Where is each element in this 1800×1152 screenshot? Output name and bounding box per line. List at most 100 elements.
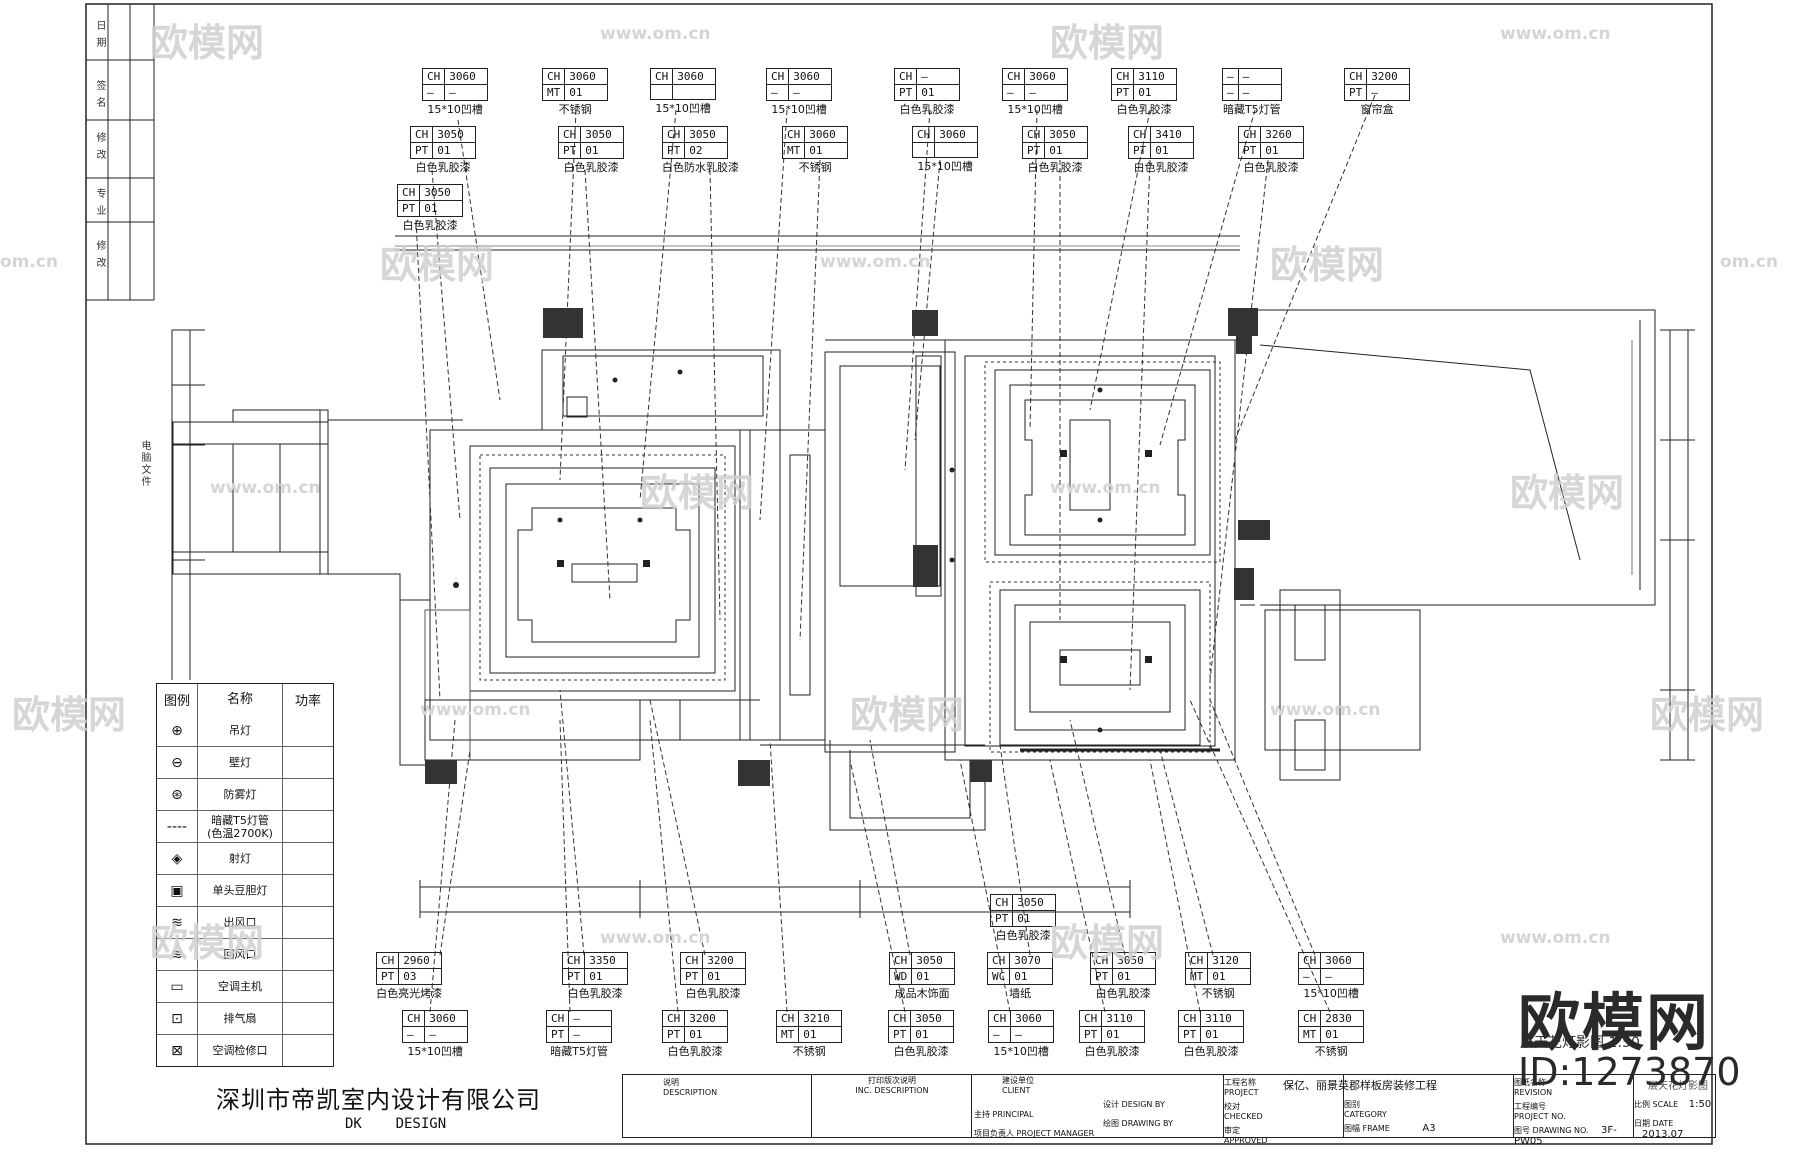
legend-row: ▭空调主机: [157, 970, 333, 1002]
legend-symbol-icon: ≋: [157, 939, 198, 970]
legend-symbol-icon: ⊛: [157, 779, 198, 810]
side-label-discipline: 专 业: [94, 188, 105, 218]
legend-row: ⊠空调检修口: [157, 1034, 333, 1066]
legend-symbol-icon: ⊕: [157, 715, 198, 746]
side-label-revise: 修 改: [94, 132, 105, 162]
side-label-date: 日 期: [94, 20, 105, 50]
legend-item-name: 射灯: [198, 843, 283, 874]
tb-design-col: 设计 DESIGN BY 绘图 DRAWING BY: [1103, 1100, 1173, 1128]
tag-top-7: ————暗藏T5灯管: [1222, 68, 1282, 116]
legend-item-name: 排气扇: [198, 1003, 283, 1034]
watermark-logo-3: 欧模网: [380, 243, 495, 287]
legend-item-name: 吊灯: [198, 715, 283, 746]
legend-header: 图例 名称 功率: [157, 684, 333, 715]
side-note: 电脑文件: [139, 440, 150, 488]
watermark-url-4: www.om.cn: [820, 252, 931, 272]
legend-row: ----暗藏T5灯管 (色温2700K): [157, 810, 333, 842]
side-label-revise-2: 修 改: [94, 240, 105, 270]
watermark-url-10: www.om.cn: [600, 928, 711, 948]
watermark-logo-6: 欧模网: [1510, 471, 1625, 515]
watermark-url-2: www.om.cn: [1500, 24, 1611, 44]
company-name-cn: 深圳市帝凯室内设计有限公司: [216, 1086, 541, 1114]
legend-item-name: 防雾灯: [198, 779, 283, 810]
watermark-logo-5: 欧模网: [640, 471, 755, 515]
legend-rows: ⊕吊灯⊖壁灯⊛防雾灯----暗藏T5灯管 (色温2700K)◈射灯▣单头豆胆灯≋…: [157, 715, 333, 1066]
watermark-url-8: www.om.cn: [420, 700, 531, 720]
legend-item-name: 壁灯: [198, 747, 283, 778]
watermark-url-11: www.om.cn: [1500, 928, 1611, 948]
tb-frame-value: A3: [1422, 1123, 1436, 1134]
watermark-url-6: www.om.cn: [210, 478, 321, 498]
watermark-logo-7: 欧模网: [12, 693, 127, 737]
tb-project-name: 保亿、丽景英郡样板房装修工程: [1283, 1079, 1437, 1092]
legend-row: ▣单头豆胆灯: [157, 874, 333, 906]
watermark-logo-9: 欧模网: [1650, 693, 1765, 737]
legend-item-name: 单头豆胆灯: [198, 875, 283, 906]
legend-header-name: 名称: [198, 684, 283, 715]
legend-row: ⊖壁灯: [157, 746, 333, 778]
legend-row: ≋出风口: [157, 906, 333, 938]
watermark-url-1: www.om.cn: [600, 24, 711, 44]
legend-row: ⊛防雾灯: [157, 778, 333, 810]
legend-symbol-icon: ⊡: [157, 1003, 198, 1034]
company-name-en: DK DESIGN: [345, 1116, 447, 1132]
legend-row: ◈射灯: [157, 842, 333, 874]
legend-symbol-icon: ----: [157, 811, 198, 842]
watermark-logo-4: 欧模网: [1270, 243, 1385, 287]
tb-drawing-no: 3F-PW05: [1514, 1125, 1617, 1147]
tb-date: 2013.07: [1642, 1129, 1684, 1140]
legend-item-name: 出风口: [198, 907, 283, 938]
watermark-logo-1: 欧模网: [150, 21, 265, 65]
legend-item-name: 空调检修口: [198, 1035, 283, 1066]
watermark-id: ID:1273870: [1518, 1050, 1741, 1094]
tb-sheet-title: 层天花灯影图: [1648, 1081, 1708, 1092]
legend-symbol-icon: ▭: [157, 971, 198, 1002]
legend-item-name: 暗藏T5灯管 (色温2700K): [198, 811, 283, 842]
tb-scale-col: 比例 SCALE 1:50 日期 DATE 2013.07: [1633, 1075, 1716, 1140]
legend-row: ≋回风口: [157, 938, 333, 970]
watermark-url-5: om.cn: [1720, 252, 1779, 272]
watermark-logo-8: 欧模网: [850, 693, 965, 737]
legend-symbol-icon: ◈: [157, 843, 198, 874]
watermark-url-7: www.om.cn: [1050, 478, 1161, 498]
legend-row: ⊕吊灯: [157, 715, 333, 746]
legend-row: ⊡排气扇: [157, 1002, 333, 1034]
tb-scale: 1:50: [1688, 1099, 1712, 1110]
legend-table: 图例 名称 功率 ⊕吊灯⊖壁灯⊛防雾灯----暗藏T5灯管 (色温2700K)◈…: [156, 683, 334, 1067]
legend-item-name: 空调主机: [198, 971, 283, 1002]
watermark-logo-10: 欧模网: [150, 921, 265, 965]
